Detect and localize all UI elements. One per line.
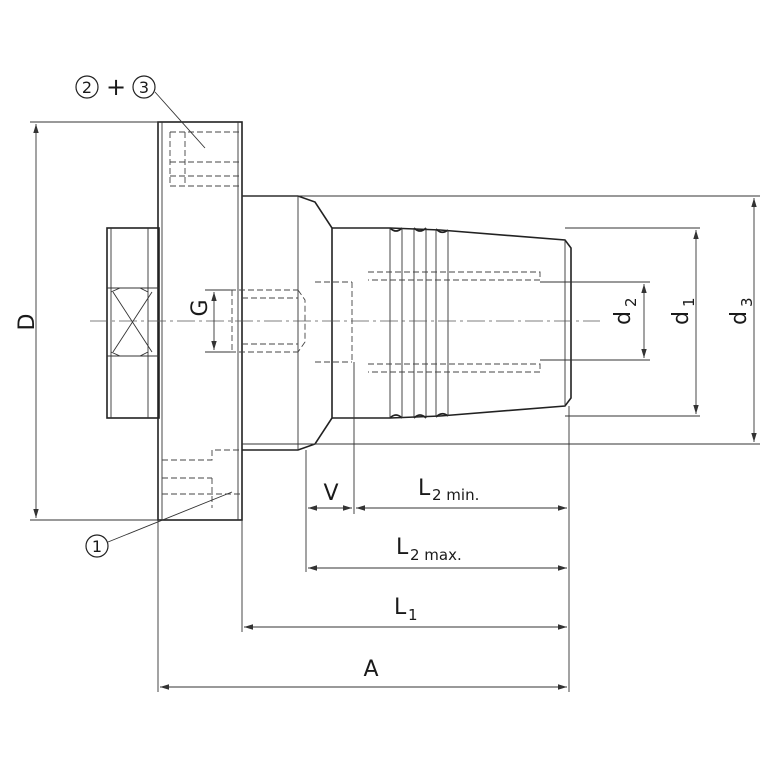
- dim-label-L1: L 1: [394, 595, 418, 624]
- dim-label-d2-sub: 2: [622, 297, 640, 307]
- dim-label-L1-main: L: [394, 595, 407, 620]
- callout-circle-1: [85, 534, 109, 558]
- dim-label-L2max-main: L: [396, 535, 409, 560]
- dim-label-L2min-main: L: [418, 476, 431, 501]
- callout-1: 1: [85, 491, 233, 558]
- dim-label-d1-main: d: [669, 311, 694, 325]
- dimension-lines: [33, 124, 757, 690]
- tool-holder-body: [106, 121, 572, 521]
- dim-label-L2min-sub: 2 min.: [432, 486, 479, 504]
- callout-1-label: 1: [92, 537, 102, 556]
- callout-2-label: 2: [82, 78, 92, 97]
- dim-label-L2max-sub: 2 max.: [410, 546, 462, 564]
- callout-circle-3: [132, 75, 156, 99]
- dim-label-d3-main: d: [727, 311, 752, 325]
- grooves: [389, 227, 449, 419]
- dim-label-d2: d 2: [611, 297, 640, 325]
- dim-label-L1-sub: 1: [408, 606, 418, 624]
- dim-label-d3-sub: 3: [738, 297, 756, 307]
- plus-sign: +: [106, 73, 126, 101]
- shank: [242, 195, 333, 451]
- dim-label-A: A: [363, 657, 378, 682]
- dim-label-d3: d 3: [727, 297, 756, 325]
- dim-label-L2max: L 2 max.: [396, 535, 462, 564]
- dim-label-G: G: [188, 299, 213, 316]
- hex-nut: [106, 227, 160, 419]
- dim-label-d1: d 1: [669, 297, 698, 325]
- dim-label-d2-main: d: [611, 311, 636, 325]
- callout-3-label: 3: [139, 78, 149, 97]
- hidden-lines: [162, 131, 541, 508]
- dim-label-L2min: L 2 min.: [418, 476, 479, 504]
- callout-2-plus-3: 2 + 3: [75, 73, 206, 149]
- dim-label-V: V: [323, 481, 338, 506]
- dim-label-D: D: [15, 314, 40, 331]
- dim-label-d1-sub: 1: [680, 297, 698, 307]
- extension-lines: [30, 121, 760, 692]
- callout-circle-2: [75, 75, 99, 99]
- collet-nose: [332, 227, 572, 419]
